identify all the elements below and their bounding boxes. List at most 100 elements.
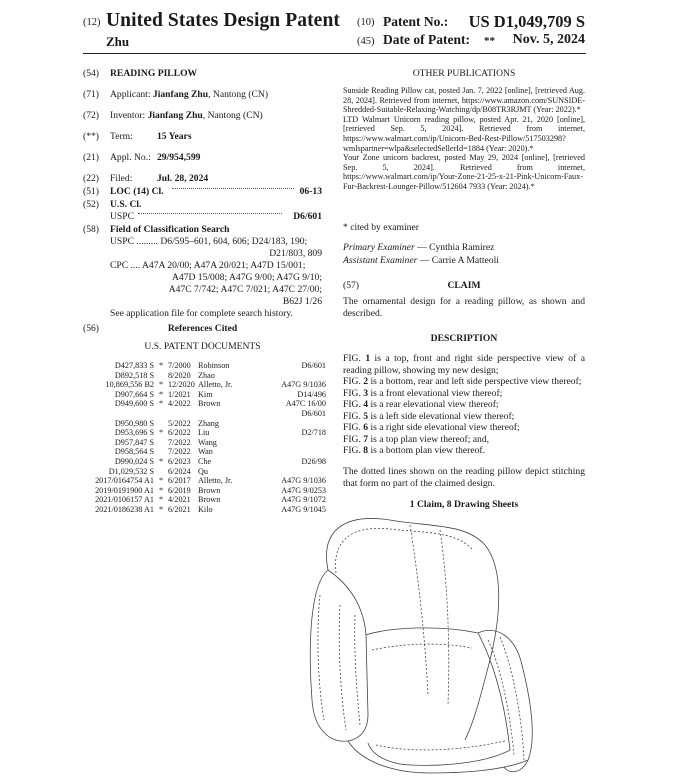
reference-star bbox=[154, 419, 168, 429]
reference-number: 2017/0164754 A1 bbox=[95, 476, 154, 486]
reference-name bbox=[198, 409, 280, 419]
reference-class: A47G 9/1036 bbox=[281, 380, 326, 390]
appl-no-label: Appl. No.: bbox=[110, 152, 151, 163]
reference-class: D6/601 bbox=[301, 361, 326, 370]
reference-name: Alletto, Jr. bbox=[198, 380, 233, 390]
patent-number-label: Patent No.: bbox=[383, 14, 449, 29]
reference-name: Zhang bbox=[198, 418, 219, 428]
loc-label: LOC (14) Cl. bbox=[110, 186, 164, 197]
figure-description: FIG. 6 is a right side elevational view … bbox=[343, 422, 585, 434]
header-rule bbox=[83, 53, 586, 54]
applicant-place: , Nantong (CN) bbox=[208, 89, 269, 100]
reference-name: Liu bbox=[198, 428, 210, 438]
reference-class bbox=[280, 371, 326, 381]
inventor-short-name: Zhu bbox=[106, 34, 130, 49]
figure-label: FIG. bbox=[343, 433, 364, 445]
field-of-search-label: Field of Classification Search bbox=[110, 224, 230, 235]
us-cl-label: U.S. Cl. bbox=[110, 199, 142, 210]
reference-number: 2021/0186238 A1 bbox=[95, 504, 154, 514]
reference-star bbox=[154, 371, 168, 381]
inid-code-45: (45) bbox=[357, 36, 375, 47]
reference-number: 2019/0191900 A1 bbox=[95, 485, 154, 495]
applicant-line: Applicant: Jianfang Zhu, Nantong (CN) bbox=[110, 89, 268, 101]
reference-name: Brown bbox=[198, 399, 221, 409]
publication-item: LTD Walmart Unicorn reading pillow, post… bbox=[343, 114, 585, 153]
reference-class: A47G 9/1072 bbox=[281, 495, 326, 505]
figure-text: is a front elevational view thereof; bbox=[368, 387, 503, 399]
reference-number: D950,980 S bbox=[114, 418, 154, 428]
reference-class bbox=[280, 467, 326, 477]
inventor-line: Inventor: Jianfang Zhu, Nantong (CN) bbox=[110, 110, 263, 122]
date-marker: ** bbox=[484, 35, 495, 47]
inid-57: (57) bbox=[343, 280, 359, 291]
design-title: READING PILLOW bbox=[110, 68, 198, 79]
appl-no-value: 29/954,599 bbox=[157, 152, 201, 163]
figure-number: 6 bbox=[363, 422, 369, 433]
reference-date: 12/2020 bbox=[168, 380, 195, 390]
reference-date: 1/2021 bbox=[168, 389, 191, 399]
inventor-name: Jianfang Zhu bbox=[147, 110, 203, 121]
figure-label: FIG. bbox=[343, 445, 364, 456]
publication-item: Your Zone unicorn backrest, posted May 2… bbox=[343, 153, 585, 191]
uspc-value: D6/601 bbox=[293, 211, 322, 222]
reference-star: * bbox=[158, 456, 164, 466]
reference-date: 6/2021 bbox=[168, 504, 191, 514]
reference-class: A47C 16/00 bbox=[285, 399, 326, 409]
figure-text: is a left side elevational view thereof; bbox=[368, 410, 515, 422]
reference-star: * bbox=[158, 504, 164, 514]
primary-examiner-label: Primary Examiner bbox=[343, 242, 415, 253]
primary-examiner-line: Primary Examiner — Cynthia Ramirez bbox=[343, 242, 494, 254]
figure-number: 5 bbox=[363, 410, 369, 422]
reference-star: * bbox=[158, 361, 164, 370]
reference-row: D6/601 bbox=[83, 409, 326, 419]
figure-description: FIG. 5 is a left side elevational view t… bbox=[343, 411, 585, 423]
assistant-examiner-label: Assistant Examiner bbox=[343, 255, 418, 266]
inid-52: (52) bbox=[83, 199, 99, 210]
reference-number: D907,664 S bbox=[114, 389, 154, 399]
reference-number: D427,833 S bbox=[114, 361, 154, 370]
document-type-title: United States Design Patent bbox=[106, 10, 340, 31]
figure-label: FIG. bbox=[343, 353, 366, 364]
us-patent-documents-title: U.S. PATENT DOCUMENTS bbox=[144, 341, 261, 352]
reference-number: D958,564 S bbox=[114, 447, 154, 457]
figure-number: 2 bbox=[363, 376, 369, 387]
figure-text: is a bottom, rear and left side perspect… bbox=[368, 376, 582, 387]
inid-71: (71) bbox=[83, 89, 99, 100]
inid-term: (**) bbox=[83, 131, 99, 142]
search-cpc-line1: CPC .... A47A 20/00; A47A 20/021; A47D 1… bbox=[110, 260, 306, 271]
reference-number: D949,600 S bbox=[114, 399, 154, 409]
reference-date: 7/2022 bbox=[168, 447, 191, 457]
figure-number: 4 bbox=[363, 399, 369, 410]
primary-examiner-name: — Cynthia Ramirez bbox=[417, 242, 495, 253]
figure-descriptions: FIG. 1 is a top, front and right side pe… bbox=[343, 353, 585, 457]
reference-name: Wang bbox=[198, 437, 217, 447]
reference-class bbox=[280, 447, 326, 457]
dotted-lines-note: The dotted lines shown on the reading pi… bbox=[343, 466, 585, 489]
figure-label: FIG. bbox=[343, 387, 364, 399]
reference-class: D6/601 bbox=[301, 408, 326, 418]
filed-label: Filed: bbox=[110, 173, 133, 184]
search-cpc-line2: A47D 15/008; A47G 9/00; A47G 9/10; bbox=[171, 272, 322, 283]
reference-number: D957,847 S bbox=[114, 437, 154, 447]
reference-date: 8/2020 bbox=[168, 370, 191, 380]
reference-number: 10,869,556 B2 bbox=[105, 380, 154, 390]
figure-number: 1 bbox=[365, 353, 371, 364]
reference-name: Zhao bbox=[198, 370, 215, 380]
reference-date: 6/2022 bbox=[168, 428, 191, 438]
figure-description: FIG. 4 is a rear elevational view thereo… bbox=[343, 399, 585, 411]
filed-value: Jul. 28, 2024 bbox=[157, 173, 209, 184]
reference-date: 6/2023 bbox=[168, 456, 191, 466]
patent-number: US D1,049,709 S bbox=[468, 12, 585, 31]
reference-star: * bbox=[158, 476, 164, 486]
date-of-patent: Nov. 5, 2024 bbox=[512, 32, 585, 47]
inid-54: (54) bbox=[83, 68, 99, 79]
reference-star: * bbox=[158, 428, 164, 438]
reference-name: Alletto, Jr. bbox=[198, 476, 233, 486]
